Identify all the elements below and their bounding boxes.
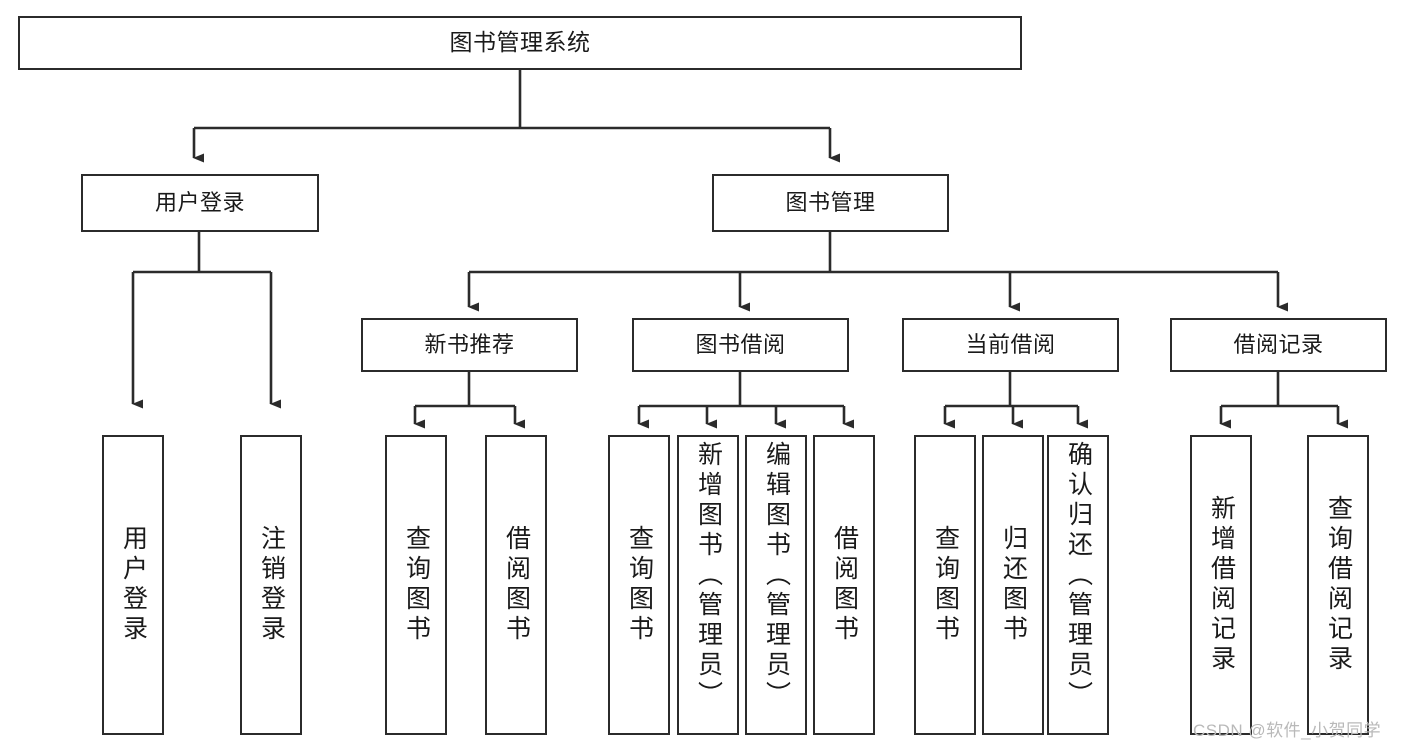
leaf-query-book-current[interactable]: 查询图书 (914, 435, 976, 735)
node-label: 查询图书 (402, 525, 431, 645)
leaf-query-book-borrow[interactable]: 查询图书 (608, 435, 670, 735)
node-label: 图书管理系统 (449, 29, 591, 56)
node-label: 借阅图书 (830, 525, 859, 645)
leaf-add-book-admin[interactable]: 新增图书（管理员） (677, 435, 739, 735)
leaf-query-borrow-record[interactable]: 查询借阅记录 (1307, 435, 1369, 735)
node-root-book-management-system[interactable]: 图书管理系统 (18, 16, 1022, 70)
leaf-logout-login[interactable]: 注销登录 (240, 435, 302, 735)
leaf-confirm-return-admin[interactable]: 确认归还（管理员） (1047, 435, 1109, 735)
leaf-return-book[interactable]: 归还图书 (982, 435, 1044, 735)
leaf-user-login[interactable]: 用户登录 (102, 435, 164, 735)
node-new-book-recommend[interactable]: 新书推荐 (361, 318, 578, 372)
leaf-edit-book-admin[interactable]: 编辑图书（管理员） (745, 435, 807, 735)
node-label: 新增借阅记录 (1207, 495, 1236, 675)
node-label: 图书借阅 (695, 332, 786, 358)
node-borrow-record[interactable]: 借阅记录 (1170, 318, 1387, 372)
node-book-management[interactable]: 图书管理 (712, 174, 949, 232)
node-label: 新书推荐 (424, 332, 515, 358)
csdn-watermark: CSDN @软件_小贺同学 (1193, 721, 1382, 740)
node-label: 借阅记录 (1233, 332, 1324, 358)
node-label: 查询借阅记录 (1324, 495, 1353, 675)
node-label: 归还图书 (999, 525, 1028, 645)
leaf-borrow-book-borrow[interactable]: 借阅图书 (813, 435, 875, 735)
node-label: 查询图书 (931, 525, 960, 645)
node-label: 借阅图书 (502, 525, 531, 645)
node-label: 确认归还（管理员） (1064, 441, 1093, 711)
leaf-borrow-book-new-recommend[interactable]: 借阅图书 (485, 435, 547, 735)
node-current-borrow[interactable]: 当前借阅 (902, 318, 1119, 372)
leaf-query-book-new-recommend[interactable]: 查询图书 (385, 435, 447, 735)
node-label: 编辑图书（管理员） (762, 441, 791, 711)
node-label: 图书管理 (785, 190, 876, 216)
node-label: 用户登录 (119, 525, 148, 645)
node-label: 查询图书 (625, 525, 654, 645)
node-label: 新增图书（管理员） (694, 441, 723, 711)
node-label: 注销登录 (257, 525, 286, 645)
leaf-add-borrow-record[interactable]: 新增借阅记录 (1190, 435, 1252, 735)
node-user-login[interactable]: 用户登录 (81, 174, 319, 232)
node-label: 用户登录 (154, 190, 245, 216)
node-book-borrow[interactable]: 图书借阅 (632, 318, 849, 372)
node-label: 当前借阅 (965, 332, 1056, 358)
